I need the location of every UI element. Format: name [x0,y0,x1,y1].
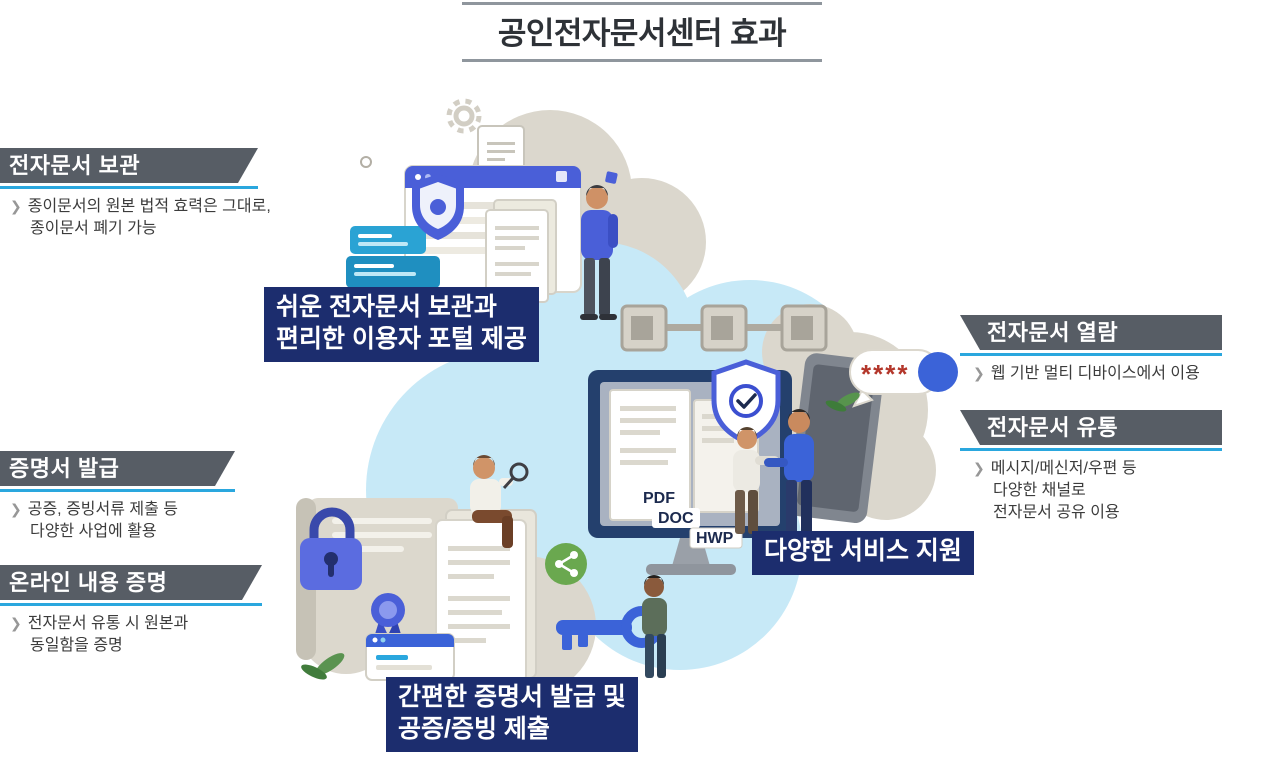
description-text: 동일함을 증명 [30,636,123,654]
chevron-bullet-icon: ❯ [10,501,22,517]
plant-icon [301,653,345,680]
linked-blocks-icon [620,304,828,352]
decor-square [605,171,618,184]
section-description: ❯ 메시지/메신저/우편 등 다양한 채널로 전자문서 공유 이용 [960,458,1222,523]
caption-line: 공증/증빙 제출 [398,714,550,743]
caption-storage-portal: 쉬운 전자문서 보관과 편리한 이용자 포털 제공 [264,287,539,362]
file-type-labels: PDF DOC HWP [636,488,743,549]
file-label-doc: DOC [658,510,694,527]
description-text: 종이문서 폐기 가능 [30,219,157,237]
caption-certificate-submission: 간편한 증명서 발급 및 공증/증빙 제출 [386,677,638,752]
person-sitting-illustration [470,455,529,548]
section-label-text: 전자문서 열람 [987,320,1119,345]
caption-line: 간편한 증명서 발급 및 [398,683,626,711]
illustration-cloud-scene: PDF DOC HWP [296,98,958,696]
section-document-viewing: 전자문서 열람 ❯ 웹 기반 멀티 디바이스에서 이용 [960,315,1222,385]
key-icon [556,620,632,635]
section-underline [0,186,258,189]
shield-icon [412,174,464,240]
description-text: 전자문서 공유 이용 [993,503,1120,521]
section-underline [0,489,235,492]
caption-various-services: 다양한 서비스 지원 [752,531,974,575]
padlock-icon [300,507,362,590]
description-line: 전자문서 공유 이용 [973,502,1222,524]
section-description: ❯ 공증, 증빙서류 제출 등 다양한 사업에 활용 [0,499,235,543]
description-line: 다양한 사업에 활용 [10,521,235,543]
description-line: ❯ 메시지/메신저/우편 등 [973,458,1222,480]
decor-circle [360,156,372,168]
person-standing-illustration [580,185,618,320]
people-handshake-illustration [733,409,814,534]
chevron-bullet-icon: ❯ [973,365,985,381]
section-underline [960,448,1222,451]
description-text: 메시지/메신저/우편 등 [990,460,1137,477]
section-underline [0,603,262,606]
description-line: ❯ 전자문서 유통 시 원본과 [10,613,262,635]
description-line: 동일함을 증명 [10,635,262,657]
description-text: 웹 기반 멀티 디바이스에서 이용 [990,365,1200,382]
folder-stack-icon [346,226,440,288]
caption-line: 쉬운 전자문서 보관과 [276,293,497,321]
key-holder-illustration [556,575,667,678]
section-label-text: 전자문서 유통 [987,415,1119,440]
section-certificate-issuance: 증명서 발급 ❯ 공증, 증빙서류 제출 등 다양한 사업에 활용 [0,451,235,543]
section-description: ❯ 전자문서 유통 시 원본과 동일함을 증명 [0,613,262,657]
magnifier-icon [509,462,529,482]
description-text: 종이문서의 원본 법적 효력은 그대로, [27,198,271,215]
section-label-document-viewing: 전자문서 열람 [960,315,1222,350]
section-document-storage: 전자문서 보관 ❯ 종이문서의 원본 법적 효력은 그대로, 종이문서 폐기 가능 [0,148,271,240]
chevron-bullet-icon: ❯ [973,460,985,476]
description-line: 종이문서 폐기 가능 [10,218,271,240]
chevron-bullet-icon: ❯ [10,615,22,631]
password-bubble-illustration: **** [825,349,958,412]
gear-icon [446,98,482,134]
chevron-bullet-icon: ❯ [10,198,22,214]
description-text: 전자문서 유통 시 원본과 [27,615,189,632]
section-label-text: 온라인 내용 증명 [9,570,168,595]
section-label-document-distribution: 전자문서 유통 [960,410,1222,445]
document-stack-icon [485,199,557,303]
description-line: ❯ 웹 기반 멀티 디바이스에서 이용 [973,363,1222,385]
section-label-text: 증명서 발급 [9,456,120,481]
description-text: 다양한 사업에 활용 [30,522,157,540]
description-line: 다양한 채널로 [973,480,1222,502]
section-description: ❯ 웹 기반 멀티 디바이스에서 이용 [960,363,1222,385]
password-mask-text: **** [861,359,909,389]
share-icon [545,543,587,585]
caption-line: 다양한 서비스 지원 [764,537,962,565]
leaf-icon [836,392,860,408]
title-block: 공인전자문서센터 효과 [462,2,822,62]
description-line: ❯ 공증, 증빙서류 제출 등 [10,499,235,521]
section-document-distribution: 전자문서 유통 ❯ 메시지/메신저/우편 등 다양한 채널로 전자문서 공유 이용 [960,410,1222,523]
page-title: 공인전자문서센터 효과 [497,16,787,51]
caption-line: 편리한 이용자 포털 제공 [276,324,527,353]
description-line: ❯ 종이문서의 원본 법적 효력은 그대로, [10,196,271,218]
leaf-icon [825,400,847,412]
section-label-text: 전자문서 보관 [9,153,141,178]
section-label-document-storage: 전자문서 보관 [0,148,258,183]
description-text: 다양한 채널로 [993,481,1086,499]
mini-browser-icon [365,633,455,681]
section-label-online-content-proof: 온라인 내용 증명 [0,565,262,600]
description-text: 공증, 증빙서류 제출 등 [27,501,178,518]
section-underline [960,353,1222,356]
file-label-hwp: HWP [696,530,734,547]
section-description: ❯ 종이문서의 원본 법적 효력은 그대로, 종이문서 폐기 가능 [0,196,271,240]
file-label-pdf: PDF [643,490,675,507]
section-online-content-proof: 온라인 내용 증명 ❯ 전자문서 유통 시 원본과 동일함을 증명 [0,565,262,657]
section-label-certificate-issuance: 증명서 발급 [0,451,235,486]
